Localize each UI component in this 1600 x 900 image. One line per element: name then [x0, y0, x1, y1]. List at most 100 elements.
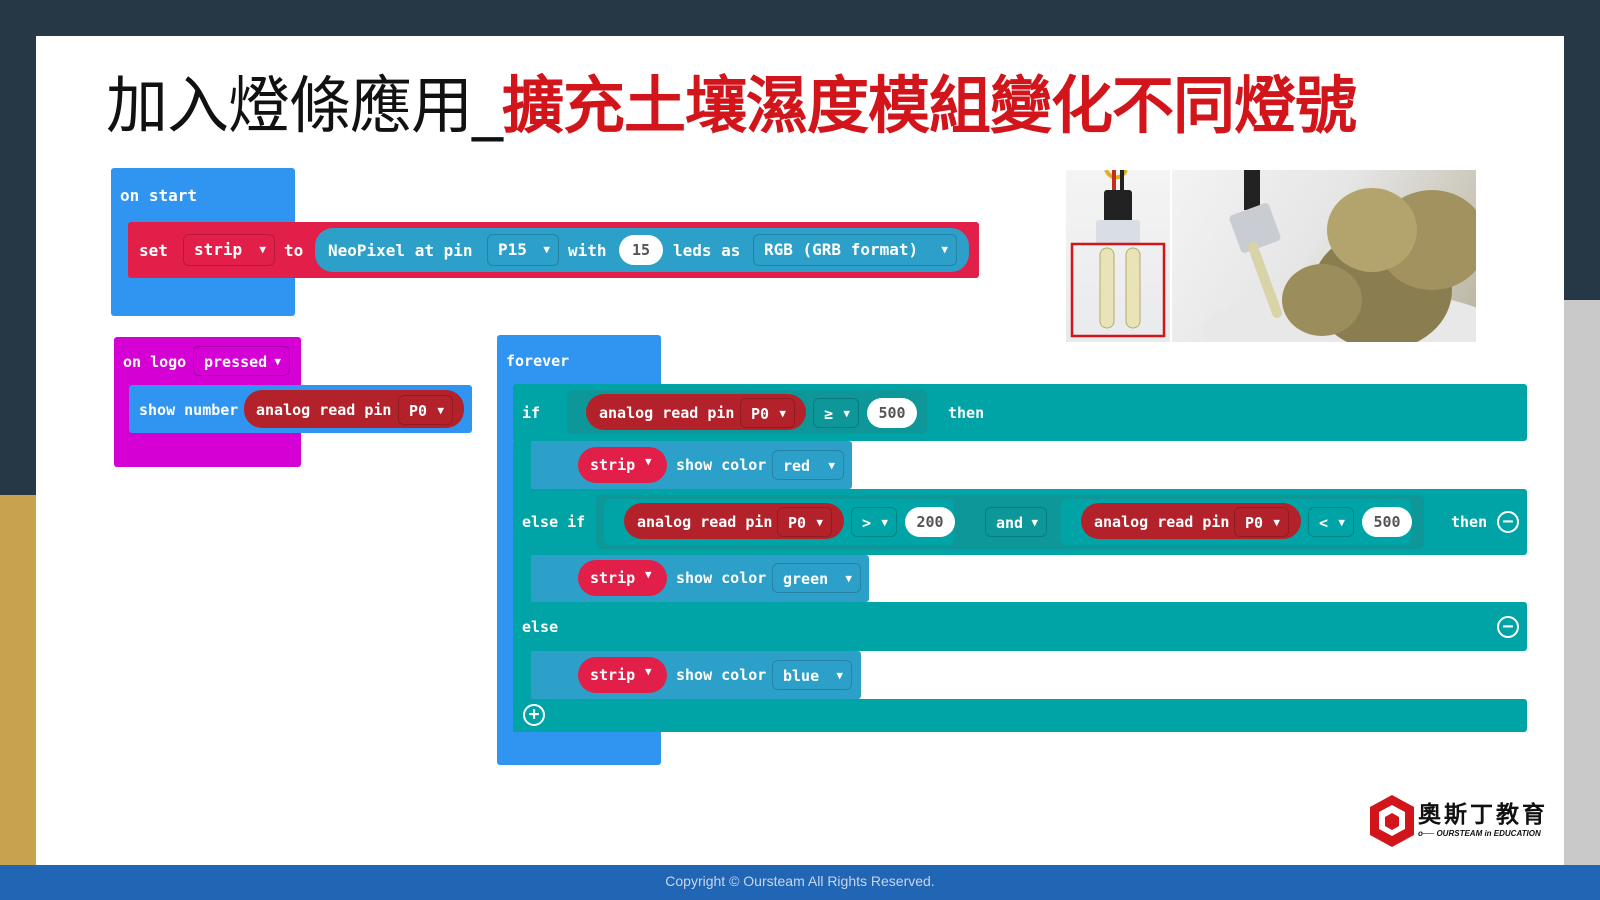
show-number-label: show number [139, 401, 239, 419]
then-label: then [948, 404, 985, 422]
strip-variable-pill[interactable] [578, 560, 667, 596]
chevron-down-icon: ▼ [645, 455, 652, 468]
read-pin-value: P0 [409, 402, 428, 420]
read-pin-dropdown[interactable]: P0 ▼ [777, 507, 832, 537]
then-label: then [1451, 513, 1488, 531]
if-else-spine [513, 441, 531, 732]
logo-event-dropdown[interactable]: pressed ▼ [193, 346, 290, 376]
led-count-input[interactable]: 15 [619, 235, 663, 265]
logo-event-value: pressed [204, 353, 268, 371]
threshold-input[interactable]: 500 [867, 398, 917, 428]
analog-read-label: analog read pin [1094, 513, 1230, 531]
oursteam-logo-icon [1370, 795, 1414, 847]
operator-value: > [862, 514, 872, 532]
chevron-down-icon: ▼ [645, 665, 652, 678]
read-pin-value: P0 [788, 514, 807, 532]
strip-variable-value: strip [194, 240, 243, 259]
threshold-input[interactable]: 200 [905, 507, 955, 537]
strip-label: strip [590, 569, 636, 587]
with-label: with [568, 241, 607, 260]
decor-grey-band [1560, 300, 1600, 865]
read-pin-value: P0 [1245, 514, 1264, 532]
strip-label: strip [590, 456, 636, 474]
decor-gold-band [0, 495, 36, 865]
operator-dropdown[interactable]: >▼ [851, 507, 897, 537]
neopixel-pin-dropdown[interactable]: P15 ▼ [487, 234, 559, 266]
if-else-footer [513, 699, 1527, 732]
logo-chinese-text: 奧斯丁教育 [1418, 802, 1548, 828]
analog-read-label: analog read pin [637, 513, 773, 531]
chevron-down-icon: ▼ [1273, 516, 1280, 529]
strip-variable-dropdown[interactable]: strip ▼ [183, 234, 275, 266]
color-value: blue [783, 667, 820, 685]
read-pin-value: P0 [751, 405, 770, 423]
chevron-down-icon: ▼ [779, 407, 786, 420]
chevron-down-icon: ▼ [274, 355, 281, 368]
show-color-label: show color [676, 569, 767, 587]
color-format-value: RGB (GRB format) [764, 240, 919, 259]
remove-branch-icon[interactable]: − [1497, 511, 1519, 533]
leds-as-label: leds as [673, 241, 741, 260]
forever-label: forever [506, 352, 570, 370]
chevron-down-icon: ▼ [259, 243, 266, 256]
copyright-footer: Copyright © Oursteam All Rights Reserved… [0, 865, 1600, 900]
chevron-down-icon: ▼ [543, 243, 550, 256]
cactus-photo [1172, 170, 1476, 342]
neopixel-pin-value: P15 [498, 240, 527, 259]
color-dropdown[interactable]: green ▼ [772, 563, 861, 593]
read-pin-dropdown[interactable]: P0 ▼ [740, 398, 795, 428]
else-row[interactable] [513, 602, 1527, 651]
title-part-black: 加入燈條應用_ [106, 69, 503, 142]
color-value: green [783, 570, 829, 588]
else-if-label: else if [522, 513, 586, 531]
read-pin-dropdown[interactable]: P0 ▼ [398, 395, 453, 425]
threshold-input[interactable]: 500 [1362, 507, 1412, 537]
logic-operator-value: and [996, 514, 1024, 532]
chevron-down-icon: ▼ [1031, 516, 1038, 529]
color-dropdown[interactable]: blue ▼ [772, 660, 852, 690]
on-start-label: on start [120, 186, 198, 205]
chevron-down-icon: ▼ [645, 568, 652, 581]
if-label: if [522, 404, 541, 422]
color-dropdown[interactable]: red ▼ [772, 450, 844, 480]
add-branch-icon[interactable]: + [523, 704, 545, 726]
to-label: to [284, 241, 304, 260]
strip-variable-pill[interactable] [578, 447, 667, 483]
chevron-down-icon: ▼ [843, 407, 850, 420]
chevron-down-icon: ▼ [816, 516, 823, 529]
slide-title: 加入燈條應用_擴充土壤濕度模組變化不同燈號 [106, 66, 1357, 146]
read-pin-dropdown[interactable]: P0 ▼ [1234, 507, 1289, 537]
logo-english-label: OURSTEAM in EDUCATION [1436, 829, 1541, 838]
neopixel-label: NeoPixel at pin [328, 241, 473, 260]
chevron-down-icon: ▼ [836, 669, 843, 682]
operator-value: < [1319, 514, 1329, 532]
operator-dropdown[interactable]: <▼ [1308, 507, 1354, 537]
show-color-label: show color [676, 456, 767, 474]
oursteam-logo: 奧斯丁教育 o── OURSTEAM in EDUCATION [1368, 793, 1558, 849]
logo-english-text: o── OURSTEAM in EDUCATION [1418, 829, 1541, 838]
show-color-label: show color [676, 666, 767, 684]
title-part-red: 擴充土壤濕度模組變化不同燈號 [502, 69, 1357, 142]
cactus-illustration [1202, 170, 1476, 342]
set-label: set [139, 241, 168, 260]
else-label: else [522, 618, 559, 636]
chevron-down-icon: ▼ [437, 404, 444, 417]
remove-branch-icon[interactable]: − [1497, 616, 1519, 638]
color-value: red [783, 457, 811, 475]
operator-dropdown[interactable]: ≥▼ [813, 398, 859, 428]
operator-value: ≥ [824, 405, 834, 423]
chevron-down-icon: ▼ [881, 516, 888, 529]
logic-operator-dropdown[interactable]: and ▼ [985, 507, 1047, 537]
strip-variable-pill[interactable] [578, 657, 667, 693]
on-logo-label: on logo [123, 353, 187, 371]
strip-label: strip [590, 666, 636, 684]
chevron-down-icon: ▼ [1338, 516, 1345, 529]
chevron-down-icon: ▼ [828, 459, 835, 472]
analog-read-label: analog read pin [256, 401, 392, 419]
analog-read-label: analog read pin [599, 404, 735, 422]
sensor-module-photo [1066, 170, 1170, 342]
chevron-down-icon: ▼ [845, 572, 852, 585]
color-format-dropdown[interactable]: RGB (GRB format) ▼ [753, 234, 957, 266]
chevron-down-icon: ▼ [941, 243, 948, 256]
soil-sensor-illustration [1070, 170, 1166, 338]
